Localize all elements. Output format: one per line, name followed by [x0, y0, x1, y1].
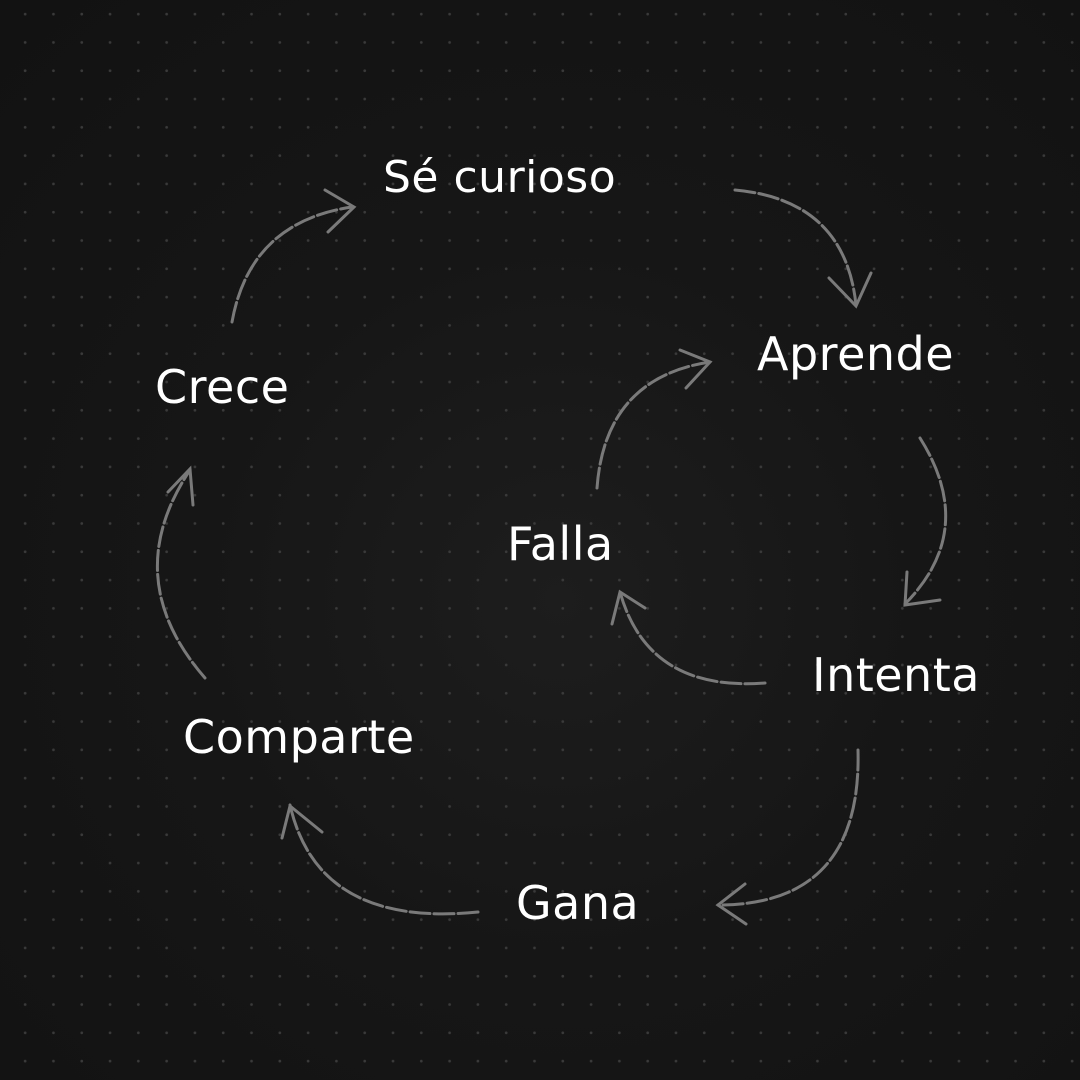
step-share: Comparte [183, 710, 415, 764]
arrow-try-to-fail [610, 589, 767, 686]
arrow-learn-to-try [903, 436, 948, 607]
step-win: Gana [516, 876, 640, 930]
step-curious: Sé curioso [383, 152, 617, 203]
arrow-grow-to-curious [230, 188, 357, 324]
arrow-fail-to-learn [595, 348, 713, 490]
arrow-share-to-grow [155, 465, 207, 680]
step-try: Intenta [812, 648, 980, 702]
step-learn: Aprende [757, 327, 955, 381]
step-fail: Falla [507, 517, 614, 571]
step-grow: Crece [155, 360, 290, 414]
arrow-try-to-win [715, 748, 860, 926]
arrow-curious-to-learn [733, 188, 873, 309]
arrow-win-to-share [280, 803, 480, 916]
